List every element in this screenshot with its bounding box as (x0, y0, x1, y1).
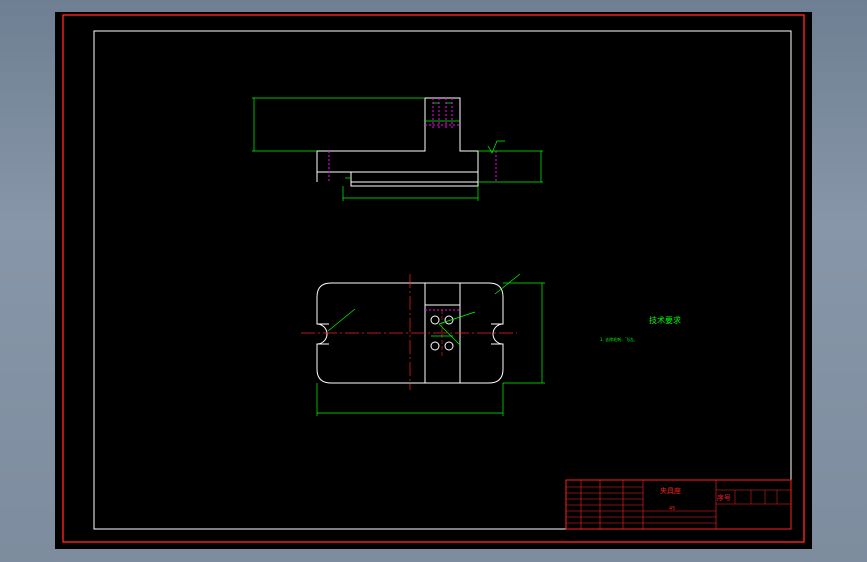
bolt-hole-4 (444, 341, 454, 351)
cad-drawing: 技术要求 1. 去除毛刺、飞边。 夹具座 45 序号 (62, 14, 805, 543)
tech-requirements-title: 技术要求 (649, 315, 681, 325)
bolt-hole-2 (444, 315, 454, 325)
leader-right-corner (494, 273, 521, 295)
top-view (301, 273, 545, 416)
outer-frame (62, 14, 805, 543)
bolt-hole-3 (430, 341, 440, 351)
front-view-bottom-slot (350, 171, 479, 187)
front-view (252, 97, 543, 201)
tech-requirements-line-1: 1. 去除毛刺、飞边。 (600, 336, 637, 342)
front-view-outline (316, 97, 479, 183)
center-block (424, 304, 461, 384)
drawing-sheet: 技术要求 1. 去除毛刺、飞边。 夹具座 45 序号 (55, 12, 812, 549)
surface-finish-mark (487, 140, 505, 154)
title-block-material: 45 (669, 506, 675, 512)
leader-bolt-diag (438, 323, 461, 346)
title-block-seq-label: 序号 (717, 493, 731, 502)
title-block-frame (565, 479, 792, 530)
leader-left-slot (327, 308, 356, 332)
title-block: 夹具座 45 序号 (565, 479, 792, 530)
leader-bolt-holes (438, 311, 476, 325)
title-block-part-name: 夹具座 (660, 486, 681, 495)
bolt-hole-1 (430, 315, 440, 325)
inner-frame (93, 30, 792, 530)
